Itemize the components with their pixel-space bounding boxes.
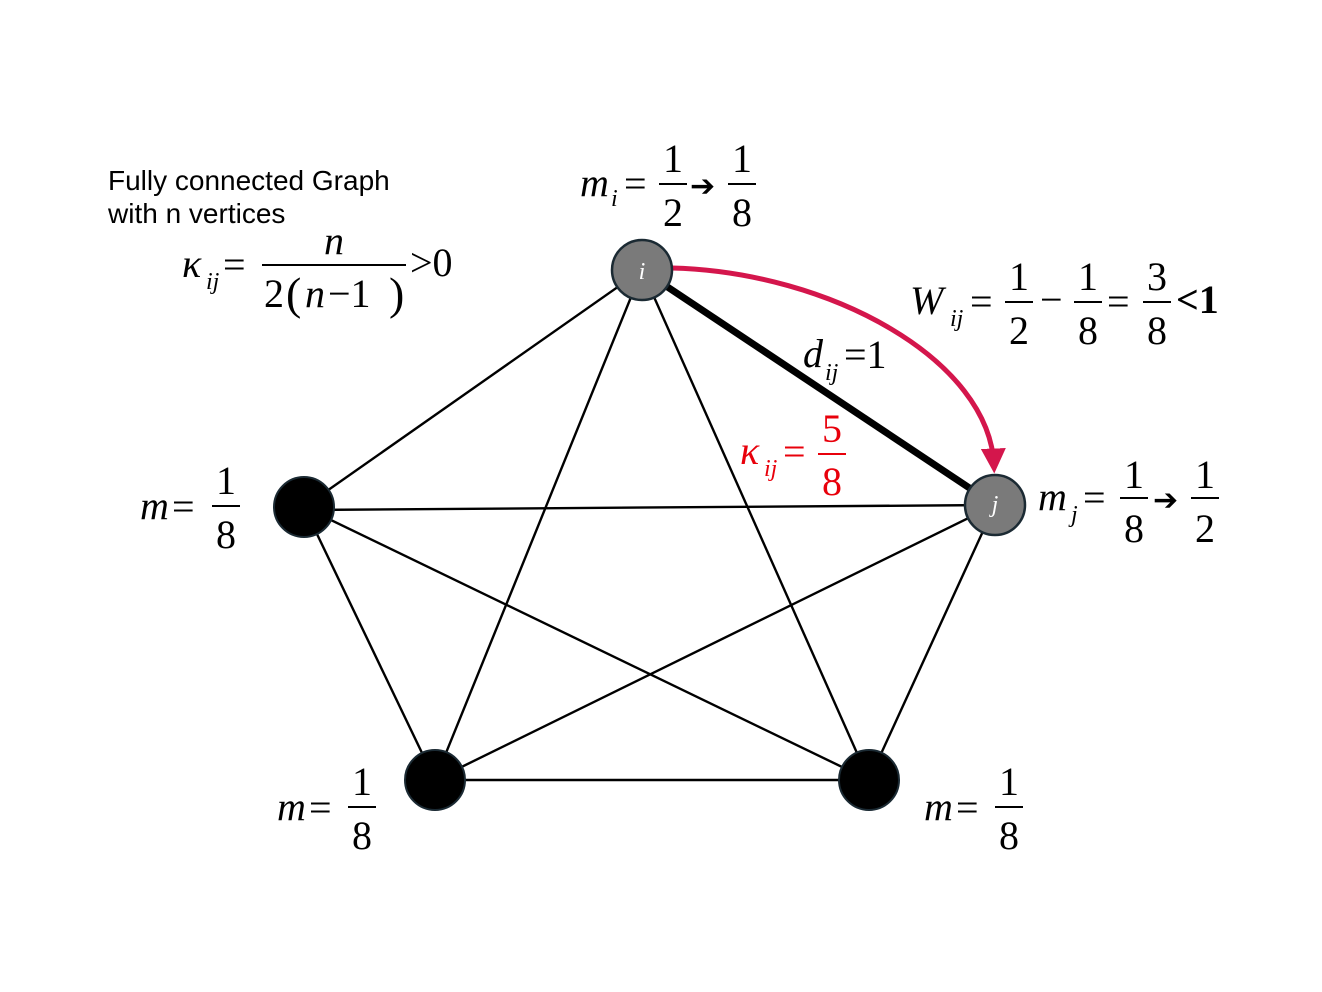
distance-equals: =1 — [844, 332, 887, 377]
caption-line-1: Fully connected Graph — [108, 165, 390, 196]
distance-symbol: d — [803, 331, 824, 376]
mass-i-subscript: i — [611, 186, 618, 212]
mass-br-den: 8 — [999, 813, 1019, 858]
edge-kappa-equals: = — [783, 429, 806, 474]
mass-i-from-den: 2 — [663, 190, 683, 235]
transport-arrow — [671, 265, 1006, 474]
edge-j-bottomright — [867, 504, 997, 781]
mass-j-arrow: ➔ — [1153, 484, 1178, 517]
w-c-den: 8 — [1147, 308, 1167, 353]
formula-den-close: ) — [389, 268, 404, 319]
edge-i-bottomleft — [433, 269, 644, 781]
mass-bl-equals: = — [309, 785, 332, 830]
mass-label-j: m j = 1 8 ➔ 1 2 — [1038, 452, 1219, 551]
mass-j-to-num: 1 — [1195, 452, 1215, 497]
mass-br-symbol: m — [924, 784, 953, 829]
kappa-symbol: κ — [182, 241, 202, 286]
node-left — [273, 476, 335, 538]
edge-left-bottomright — [303, 505, 870, 782]
node-j-label: j — [989, 492, 999, 518]
formula-den-n: n — [305, 271, 325, 316]
w-b-num: 1 — [1078, 254, 1098, 299]
mass-left-symbol: m — [140, 483, 169, 528]
node-bottom-right — [838, 749, 900, 811]
mass-j-from-num: 1 — [1124, 452, 1144, 497]
node-bottom-left — [404, 749, 466, 811]
mass-j-from-den: 8 — [1124, 506, 1144, 551]
formula-den-minus-one: −1 — [328, 271, 371, 316]
caption: Fully connected Graph with n vertices — [107, 165, 390, 229]
node-i-label: i — [639, 259, 646, 285]
mass-label-i: m i = 1 2 ➔ 1 8 — [580, 136, 756, 235]
edge-left-j — [303, 503, 996, 512]
mass-j-subscript: j — [1068, 502, 1078, 528]
curvature-formula: κ ij = n 2 ( n −1 ) >0 — [182, 218, 453, 319]
edge-i-j — [640, 267, 997, 508]
edges — [302, 267, 997, 782]
mass-j-equals: = — [1083, 475, 1106, 520]
edge-kappa-num: 5 — [822, 406, 842, 451]
mass-bl-symbol: m — [277, 784, 306, 829]
kappa-subscript: ij — [206, 269, 220, 295]
formula-den-open: ( — [286, 268, 301, 319]
w-a-den: 2 — [1009, 308, 1029, 353]
mass-i-arrow: ➔ — [690, 170, 715, 203]
edge-j-bottomleft — [434, 503, 996, 782]
mass-bl-den: 8 — [352, 813, 372, 858]
formula-den-two: 2 — [264, 271, 284, 316]
wasserstein-formula: W ij = 1 2 − 1 8 = 3 8 <1 — [910, 254, 1219, 353]
mass-left-equals: = — [172, 484, 195, 529]
w-a-num: 1 — [1009, 254, 1029, 299]
distance-label: d ij =1 — [803, 331, 887, 386]
mass-i-to-num: 1 — [732, 136, 752, 181]
mass-j-symbol: m — [1038, 474, 1067, 519]
mass-left-num: 1 — [216, 458, 236, 503]
mass-label-left: m = 1 8 — [140, 458, 240, 557]
formula-equals: = — [223, 242, 246, 287]
mass-i-from-num: 1 — [663, 136, 683, 181]
distance-subscript: ij — [825, 360, 839, 386]
w-equals-2: = — [1107, 279, 1130, 324]
mass-br-num: 1 — [999, 759, 1019, 804]
mass-left-den: 8 — [216, 512, 236, 557]
w-minus: − — [1040, 277, 1063, 322]
w-equals-1: = — [970, 279, 993, 324]
caption-line-2: with n vertices — [107, 198, 285, 229]
mass-label-bottom-left: m = 1 8 — [277, 759, 376, 858]
mass-br-equals: = — [956, 785, 979, 830]
w-b-den: 8 — [1078, 308, 1098, 353]
node-i — [610, 238, 674, 302]
mass-i-symbol: m — [580, 160, 609, 205]
w-c-num: 3 — [1147, 254, 1167, 299]
w-symbol: W — [910, 278, 947, 323]
edge-i-bottomright — [640, 269, 871, 781]
edge-kappa-symbol: κ — [740, 428, 760, 473]
formula-rhs: >0 — [410, 240, 453, 285]
mass-bl-num: 1 — [352, 759, 372, 804]
mass-i-to-den: 8 — [732, 190, 752, 235]
mass-i-equals: = — [624, 161, 647, 206]
edge-kappa-subscript: ij — [764, 456, 778, 482]
edge-kappa-den: 8 — [822, 459, 842, 504]
edge-i-left — [303, 269, 643, 508]
formula-numerator: n — [324, 218, 344, 263]
w-subscript: ij — [950, 306, 964, 332]
edge-left-bottomleft — [302, 506, 437, 781]
mass-label-bottom-right: m = 1 8 — [924, 759, 1023, 858]
edge-curvature-label: κ ij = 5 8 — [740, 406, 846, 504]
w-rhs: <1 — [1176, 277, 1219, 322]
mass-j-to-den: 2 — [1195, 506, 1215, 551]
node-j — [963, 473, 1027, 537]
